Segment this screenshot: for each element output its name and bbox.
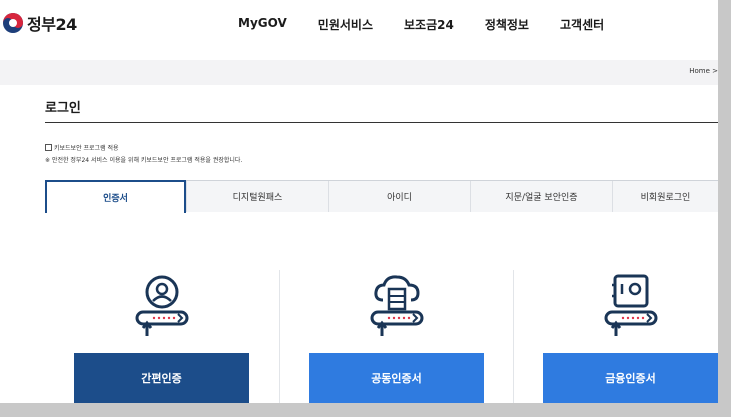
logo-text: 정부24 (27, 15, 77, 34)
nav-mygov[interactable]: MyGOV (238, 16, 287, 30)
keyboard-security-note: ※ 안전한 정부24 서비스 이용을 위해 키보드보안 프로그램 적용을 권장합… (45, 157, 243, 164)
keyboard-security-label: 키보드보안 프로그램 적용 (54, 145, 119, 152)
nav-customer-center[interactable]: 고객센터 (559, 18, 605, 32)
tab-biometric[interactable]: 지문/얼굴 보안인증 (470, 181, 612, 212)
site-header: 정부24 MyGOV 민원서비스 보조금24 정책정보 고객센터 (0, 0, 718, 60)
financial-cert-card: 금융인증서 (543, 262, 718, 403)
page: 정부24 MyGOV 민원서비스 보조금24 정책정보 고객센터 Home > … (0, 0, 718, 403)
tab-digital-onepass[interactable]: 디지털원패스 (186, 181, 328, 212)
tab-guest-login[interactable]: 비회원로그인 (612, 181, 718, 212)
joint-cert-button[interactable]: 공동인증서 (309, 353, 484, 403)
keyboard-security-option: 키보드보안 프로그램 적용 (45, 143, 119, 152)
page-title: 로그인 (45, 101, 81, 116)
nav-civil-service[interactable]: 민원서비스 (317, 18, 373, 32)
site-logo[interactable]: 정부24 (2, 11, 77, 35)
tab-certificate[interactable]: 인증서 (45, 180, 186, 213)
tab-id[interactable]: 아이디 (328, 181, 470, 212)
joint-cert-card: 공동인증서 (309, 262, 484, 403)
card-divider (279, 270, 280, 403)
simple-auth-card: 간편인증 (74, 262, 249, 403)
keyboard-security-checkbox[interactable] (45, 144, 52, 151)
global-nav: MyGOV 민원서비스 보조금24 정책정보 고객센터 (238, 16, 635, 33)
user-auth-icon (135, 275, 188, 336)
login-tabs: 인증서 디지털원패스 아이디 지문/얼굴 보안인증 비회원로그인 (45, 180, 718, 213)
cloud-server-cert-icon (370, 275, 423, 336)
card-divider (513, 270, 514, 403)
location-bar (0, 60, 718, 85)
breadcrumb[interactable]: Home > (689, 67, 718, 75)
simple-auth-button[interactable]: 간편인증 (74, 353, 249, 403)
financial-cert-button[interactable]: 금융인증서 (543, 353, 718, 403)
nav-subsidy[interactable]: 보조금24 (403, 18, 454, 32)
taegeuk-logo-icon (3, 13, 23, 33)
safe-cert-icon (604, 274, 657, 336)
title-divider (45, 122, 718, 123)
nav-policy[interactable]: 정책정보 (484, 18, 529, 32)
